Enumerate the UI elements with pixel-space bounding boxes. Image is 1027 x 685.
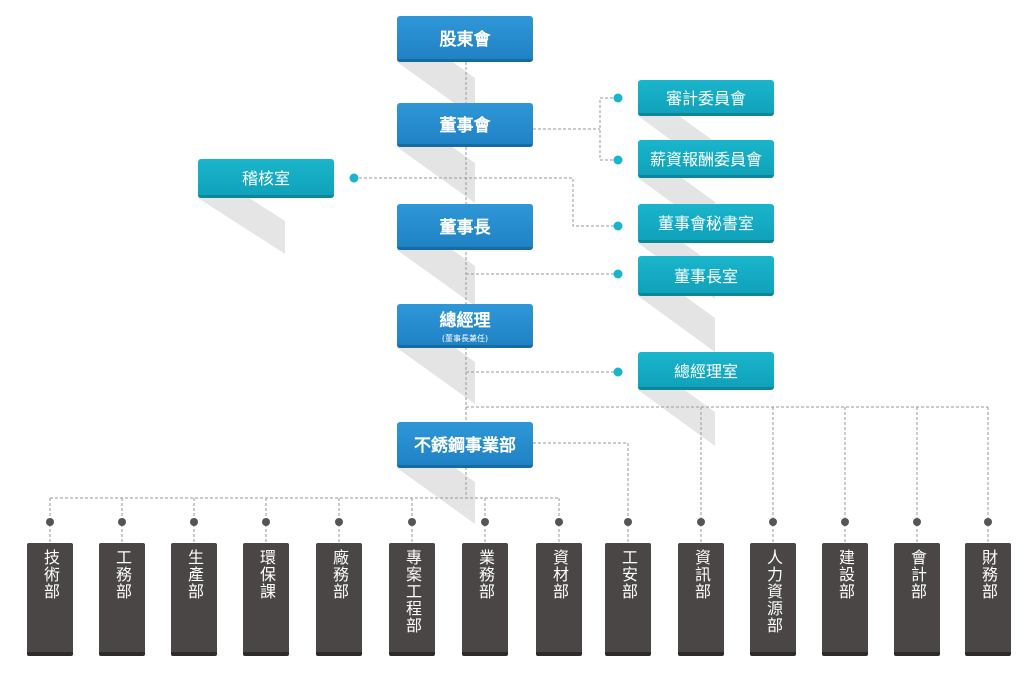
general-manager-label: 總經理: [439, 310, 491, 331]
department-box: 環保課: [243, 543, 289, 656]
chairman-label: 董事長: [439, 218, 491, 238]
department-label: 環保課: [257, 549, 276, 600]
department-box: 資訊部: [678, 543, 724, 656]
department-label: 建設部: [836, 549, 855, 600]
department-label: 人力資源部: [764, 549, 783, 634]
department-label: 工安部: [619, 549, 638, 600]
stainless-division-label: 不銹鋼事業部: [414, 436, 516, 456]
department-box: 工務部: [99, 543, 145, 656]
department-box: 財務部: [965, 543, 1011, 656]
gm-office-box: 總經理室: [638, 352, 774, 390]
board-secretary-box: 董事會秘書室: [638, 204, 774, 243]
department-label: 專案工程部: [403, 549, 422, 634]
department-box: 廠務部: [316, 543, 362, 656]
department-label: 會計部: [908, 549, 927, 600]
internal-audit-label: 稽核室: [241, 169, 290, 188]
department-box: 工安部: [605, 543, 651, 656]
board-of-directors-box: 董事會: [397, 103, 533, 147]
department-box: 生產部: [171, 543, 217, 656]
department-box: 資材部: [536, 543, 582, 656]
gm-office-label: 總經理室: [673, 361, 738, 381]
remuneration-committee-label: 薪資報酬委員會: [649, 149, 762, 169]
department-label: 財務部: [979, 549, 998, 600]
department-box: 專案工程部: [389, 543, 435, 656]
dept-connector-dots: [46, 518, 992, 526]
teal-connector-dots: [349, 93, 623, 377]
audit-committee-box: 審計委員會: [638, 80, 774, 116]
department-label: 業務部: [476, 549, 495, 600]
department-label: 技術部: [41, 549, 60, 600]
department-box: 業務部: [462, 543, 508, 656]
department-label: 工務部: [113, 549, 132, 600]
department-label: 生產部: [185, 549, 204, 600]
stainless-division-box: 不銹鋼事業部: [397, 422, 533, 468]
internal-audit-box: 稽核室: [198, 159, 334, 198]
remuneration-committee-box: 薪資報酬委員會: [638, 140, 774, 178]
audit-committee-label: 審計委員會: [665, 88, 746, 108]
department-box: 技術部: [27, 543, 73, 656]
chairman-office-box: 董事長室: [638, 256, 774, 296]
shareholders-meeting-box: 股東會: [397, 16, 533, 62]
board-label: 董事會: [439, 116, 491, 136]
department-label: 廠務部: [330, 549, 349, 600]
department-box: 會計部: [894, 543, 940, 656]
department-label: 資訊部: [692, 549, 711, 600]
shareholders-label: 股東會: [439, 30, 491, 50]
general-manager-note: (董事長兼任): [441, 333, 489, 343]
general-manager-box: 總經理 (董事長兼任): [397, 304, 533, 348]
chairman-box: 董事長: [397, 204, 533, 250]
department-box: 人力資源部: [750, 543, 796, 656]
chairman-office-label: 董事長室: [673, 266, 738, 286]
board-secretary-label: 董事會秘書室: [657, 214, 754, 233]
department-box: 建設部: [822, 543, 868, 656]
department-label: 資材部: [550, 549, 569, 600]
